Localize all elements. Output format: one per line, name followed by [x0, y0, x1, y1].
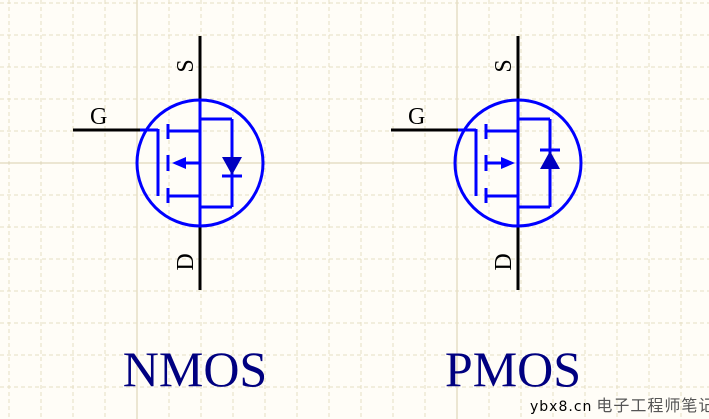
nmos-symbol: G S D NMOS [73, 36, 267, 397]
gate-label: G [90, 104, 107, 130]
pmos-symbol: G S D PMOS [391, 36, 583, 397]
gate-label: G [408, 104, 425, 130]
drain-label: D [173, 253, 199, 270]
diode-icon [222, 157, 242, 175]
source-label: S [173, 59, 199, 72]
watermark-domain: ybx8.cn [530, 399, 593, 415]
source-label: S [491, 59, 517, 72]
watermark-text: 电子工程师笔记 [596, 396, 709, 415]
arrow-icon [501, 157, 515, 169]
device-title: NMOS [123, 341, 267, 397]
drain-label: D [491, 253, 517, 270]
arrow-icon [172, 157, 186, 169]
diode-icon [540, 151, 560, 169]
device-title: PMOS [445, 341, 581, 397]
